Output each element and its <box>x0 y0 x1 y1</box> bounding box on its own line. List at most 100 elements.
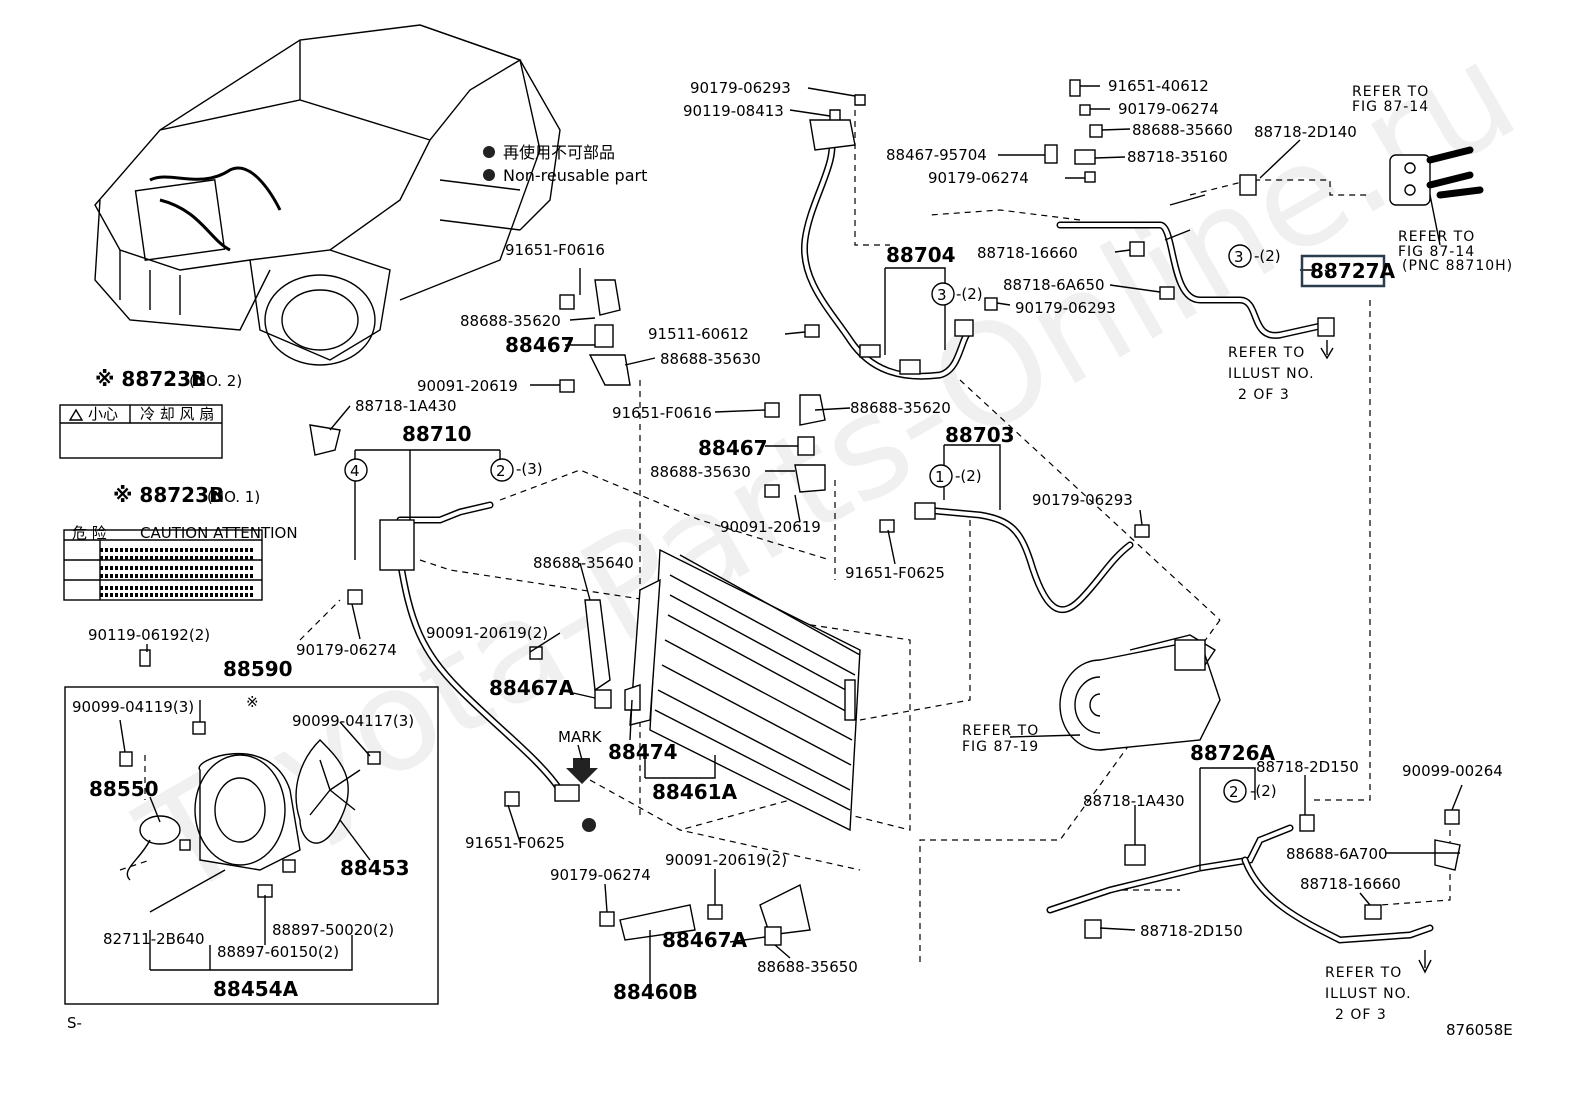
label-91651-F0625-b[interactable]: 91651-F0625 <box>465 834 565 852</box>
label-88718-2D140[interactable]: 88718-2D140 <box>1254 123 1357 141</box>
highlight-box <box>1300 254 1386 288</box>
label-88590[interactable]: 88590 <box>223 657 293 681</box>
label-88718-2D150-b[interactable]: 88718-2D150 <box>1140 922 1243 940</box>
label-91651-F0625-a[interactable]: 91651-F0625 <box>845 564 945 582</box>
fig-87-14-a[interactable]: FIG 87-14 <box>1352 99 1429 115</box>
part-labels[interactable]: 90179-06293 90119-08413 91651-40612 9017… <box>72 77 1513 1023</box>
label-88454A[interactable]: 88454A <box>213 977 299 1001</box>
refer-illust-b-1[interactable]: REFER TO <box>1325 965 1402 981</box>
pipe-88710 <box>379 501 580 802</box>
label-88460B[interactable]: 88460B <box>613 980 698 1004</box>
label-88474[interactable]: 88474 <box>608 740 678 764</box>
refer-illust-b-2[interactable]: ILLUST NO. <box>1325 986 1412 1002</box>
refer-illust-a-3[interactable]: 2 OF 3 <box>1238 387 1290 403</box>
label-88688-35630-a[interactable]: 88688-35630 <box>660 350 761 368</box>
label-90179-06274-mid[interactable]: 90179-06274 <box>928 169 1029 187</box>
label-88718-1A430-a[interactable]: 88718-1A430 <box>355 397 457 415</box>
hose-88703 <box>914 502 1134 614</box>
label-88723B-no1-suffix: (NO. 1) <box>207 488 260 506</box>
qty-2-a: -(2) <box>956 285 983 303</box>
label-88718-2D150-a[interactable]: 88718-2D150 <box>1256 758 1359 776</box>
label-88703[interactable]: 88703 <box>945 423 1015 447</box>
label-90179-06274-d[interactable]: 90179-06274 <box>550 866 651 884</box>
label-90091-20619-a[interactable]: 90091-20619 <box>417 377 518 395</box>
label-90179-06274-top[interactable]: 90179-06274 <box>1118 100 1219 118</box>
asterisk-mark: ※ <box>246 693 259 711</box>
refer-to-87-14-b[interactable]: REFER TO <box>1398 229 1475 245</box>
compressor <box>1059 634 1221 751</box>
refer-illust-b-3[interactable]: 2 OF 3 <box>1335 1007 1387 1023</box>
label-88718-6A650[interactable]: 88718-6A650 <box>1003 276 1105 294</box>
label-90099-04117-3[interactable]: 90099-04117(3) <box>292 712 414 730</box>
label-82711-2B640[interactable]: 82711-2B640 <box>103 930 205 948</box>
qty-2-b: -(2) <box>1254 247 1281 265</box>
label-88897-50020-2[interactable]: 88897-50020(2) <box>272 921 394 939</box>
non-reusable-oring-icon <box>582 818 596 832</box>
callout-2-a: 2 <box>496 462 506 480</box>
non-reusable-dot-icon-2 <box>483 169 495 181</box>
non-reusable-dot-icon <box>483 146 495 158</box>
label-88688-35660[interactable]: 88688-35660 <box>1132 121 1233 139</box>
label-88727A[interactable]: 88727A <box>1310 259 1396 283</box>
label-88461A[interactable]: 88461A <box>652 780 738 804</box>
fig-87-14-b[interactable]: FIG 87-14 <box>1398 244 1475 260</box>
label-88453[interactable]: 88453 <box>340 856 410 880</box>
down-arrow-icon-2 <box>1418 950 1432 974</box>
label-88718-1A430-b[interactable]: 88718-1A430 <box>1083 792 1185 810</box>
qty-2-c: -(2) <box>955 467 982 485</box>
refer-to-87-19-a[interactable]: REFER TO <box>962 723 1039 739</box>
callout-4: 4 <box>350 462 360 480</box>
label-90119-06192-2[interactable]: 90119-06192(2) <box>88 626 210 644</box>
label-88467A-a[interactable]: 88467A <box>489 676 575 700</box>
label-88897-60150-2[interactable]: 88897-60150(2) <box>217 943 339 961</box>
refer-illust-a-1[interactable]: REFER TO <box>1228 345 1305 361</box>
label-88550[interactable]: 88550 <box>89 777 159 801</box>
corner-mark: S- <box>67 1014 82 1032</box>
caution-no2-left: 小心 <box>88 405 118 423</box>
label-88688-35640[interactable]: 88688-35640 <box>533 554 634 572</box>
label-90179-06293-c[interactable]: 90179-06293 <box>1032 491 1133 509</box>
label-90091-20619-b[interactable]: 90091-20619 <box>720 518 821 536</box>
label-88704[interactable]: 88704 <box>886 243 956 267</box>
legend-en: Non-reusable part <box>503 166 647 185</box>
caution-no2-right: 冷 却 风 扇 <box>140 405 214 423</box>
leader-lines <box>119 85 1463 985</box>
pipe-88726A <box>1046 824 1434 944</box>
label-88467-95704[interactable]: 88467-95704 <box>886 146 987 164</box>
label-88467-a[interactable]: 88467 <box>505 333 575 357</box>
label-88688-35620-a[interactable]: 88688-35620 <box>460 312 561 330</box>
label-90099-04119-3[interactable]: 90099-04119(3) <box>72 698 194 716</box>
diagram-id: 876058E <box>1446 1021 1513 1039</box>
qty-3: -(3) <box>516 460 543 478</box>
hose-88704 <box>800 131 974 380</box>
label-88718-16660-b[interactable]: 88718-16660 <box>1300 875 1401 893</box>
label-88726A[interactable]: 88726A <box>1190 741 1276 765</box>
label-88723B-no2: ※ 88723B <box>95 367 206 391</box>
label-90179-06293-b[interactable]: 90179-06293 <box>1015 299 1116 317</box>
label-88718-35160[interactable]: 88718-35160 <box>1127 148 1228 166</box>
legend: 再使用不可部品 Non-reusable part <box>483 143 647 185</box>
label-90099-00264[interactable]: 90099-00264 <box>1402 762 1503 780</box>
mark-label: MARK <box>558 728 603 746</box>
callout-2-b: 2 <box>1229 783 1239 801</box>
label-88688-35630-b[interactable]: 88688-35630 <box>650 463 751 481</box>
label-91511-60612[interactable]: 91511-60612 <box>648 325 749 343</box>
label-90179-06274-c[interactable]: 90179-06274 <box>296 641 397 659</box>
label-88718-16660-top[interactable]: 88718-16660 <box>977 244 1078 262</box>
label-91651-F0616-a[interactable]: 91651-F0616 <box>505 241 605 259</box>
label-91651-40612[interactable]: 91651-40612 <box>1108 77 1209 95</box>
label-88688-6A700[interactable]: 88688-6A700 <box>1286 845 1388 863</box>
label-91651-F0616-b[interactable]: 91651-F0616 <box>612 404 712 422</box>
label-88467A-b[interactable]: 88467A <box>662 928 748 952</box>
fig-87-19[interactable]: FIG 87-19 <box>962 739 1039 755</box>
refer-to-87-14-a[interactable]: REFER TO <box>1352 84 1429 100</box>
label-90091-20619-2[interactable]: 90091-20619(2) <box>426 624 548 642</box>
label-90179-06293[interactable]: 90179-06293 <box>690 79 791 97</box>
label-88688-35650[interactable]: 88688-35650 <box>757 958 858 976</box>
label-88467-b[interactable]: 88467 <box>698 436 768 460</box>
label-90119-08413[interactable]: 90119-08413 <box>683 102 784 120</box>
refer-illust-a-2[interactable]: ILLUST NO. <box>1228 366 1315 382</box>
label-88688-35620-b[interactable]: 88688-35620 <box>850 399 951 417</box>
label-90091-20619-2-b[interactable]: 90091-20619(2) <box>665 851 787 869</box>
label-88710[interactable]: 88710 <box>402 422 472 446</box>
